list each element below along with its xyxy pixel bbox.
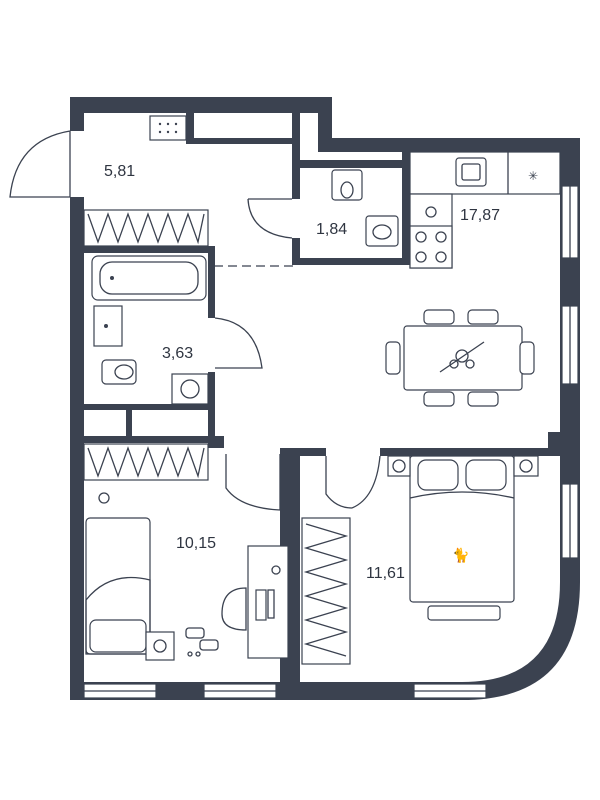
bedroom-1: 10,15	[83, 443, 289, 661]
wc-door-icon[interactable]	[247, 198, 293, 239]
wall-shaft	[126, 404, 132, 438]
nightstand-2	[387, 455, 411, 477]
bathtub-icon	[91, 255, 207, 301]
wall-bath-right-top	[208, 246, 215, 318]
wall-hall-niche-bottom	[186, 138, 294, 144]
bedroom1-area-label: 10,15	[176, 535, 216, 552]
bedroom-2: 🐈 11,61	[301, 455, 539, 665]
dining-table	[403, 325, 523, 391]
bathroom: 3,63	[91, 255, 209, 405]
wall-bedroom2-top	[380, 448, 560, 456]
bathroom-area-label: 3,63	[162, 345, 193, 362]
wall-bedroom1-door-left	[208, 436, 224, 448]
washing-machine-icon	[171, 373, 209, 405]
bench	[427, 605, 501, 621]
flower-decoration-icon	[439, 341, 485, 373]
wall-bedroom1-top	[84, 436, 214, 443]
wall-hall-niche	[186, 113, 194, 143]
wc-area-label: 1,84	[316, 221, 347, 238]
kettle-icon	[425, 206, 437, 218]
hall: 5,81	[83, 115, 209, 247]
bath-toilet-icon	[101, 359, 137, 385]
roller-skates-icon	[185, 627, 219, 657]
wall-top-hall	[70, 97, 330, 113]
cat-icon: 🐈	[452, 547, 469, 564]
sink-icon	[365, 215, 399, 247]
nightstand-3	[513, 455, 539, 477]
wall-bedroom2-corner	[548, 432, 562, 456]
desk-chair	[221, 587, 247, 631]
lamp-icon	[271, 565, 281, 575]
nightstand-1	[145, 631, 175, 661]
kitchen-area-label: 17,87	[460, 207, 500, 224]
toilet-icon	[331, 169, 363, 201]
bedroom1-door-icon[interactable]	[225, 454, 281, 511]
chairs	[385, 309, 535, 407]
wall-left-hall-top	[70, 97, 84, 131]
wall-top-right	[318, 138, 578, 152]
electric-panel-icon	[149, 115, 187, 141]
windows	[83, 185, 579, 699]
wall-bedroom2-door-top	[280, 448, 326, 456]
entrance-door-icon[interactable]	[9, 130, 71, 198]
wall-wc-left-top	[292, 113, 300, 199]
kitchen-sink-icon	[455, 157, 487, 187]
wall-bath-top	[84, 246, 214, 253]
wall-bath-bottom	[84, 404, 214, 410]
kitchen-living: ✳ 17,87	[385, 151, 561, 407]
bedroom2-area-label: 11,61	[366, 565, 405, 582]
wall-wc-right	[402, 152, 410, 265]
ball-icon	[98, 492, 110, 504]
hall-area-label: 5,81	[104, 163, 135, 180]
laptop-icon	[255, 589, 267, 621]
wall-wc-bottom	[292, 258, 408, 265]
stove-icon	[409, 225, 453, 269]
bed-2	[409, 455, 515, 603]
bathroom-door-icon[interactable]	[214, 317, 263, 369]
doors	[9, 130, 381, 511]
bedroom2-door-icon[interactable]	[325, 456, 353, 509]
wardrobe-bedroom2	[301, 517, 351, 665]
wall-wc-left-bottom	[292, 238, 300, 264]
wall-wc-top	[292, 160, 408, 168]
wall-step	[318, 97, 332, 143]
wc: 1,84	[316, 169, 399, 247]
wall-left	[70, 197, 84, 700]
fan-icon: ✳	[528, 169, 538, 183]
